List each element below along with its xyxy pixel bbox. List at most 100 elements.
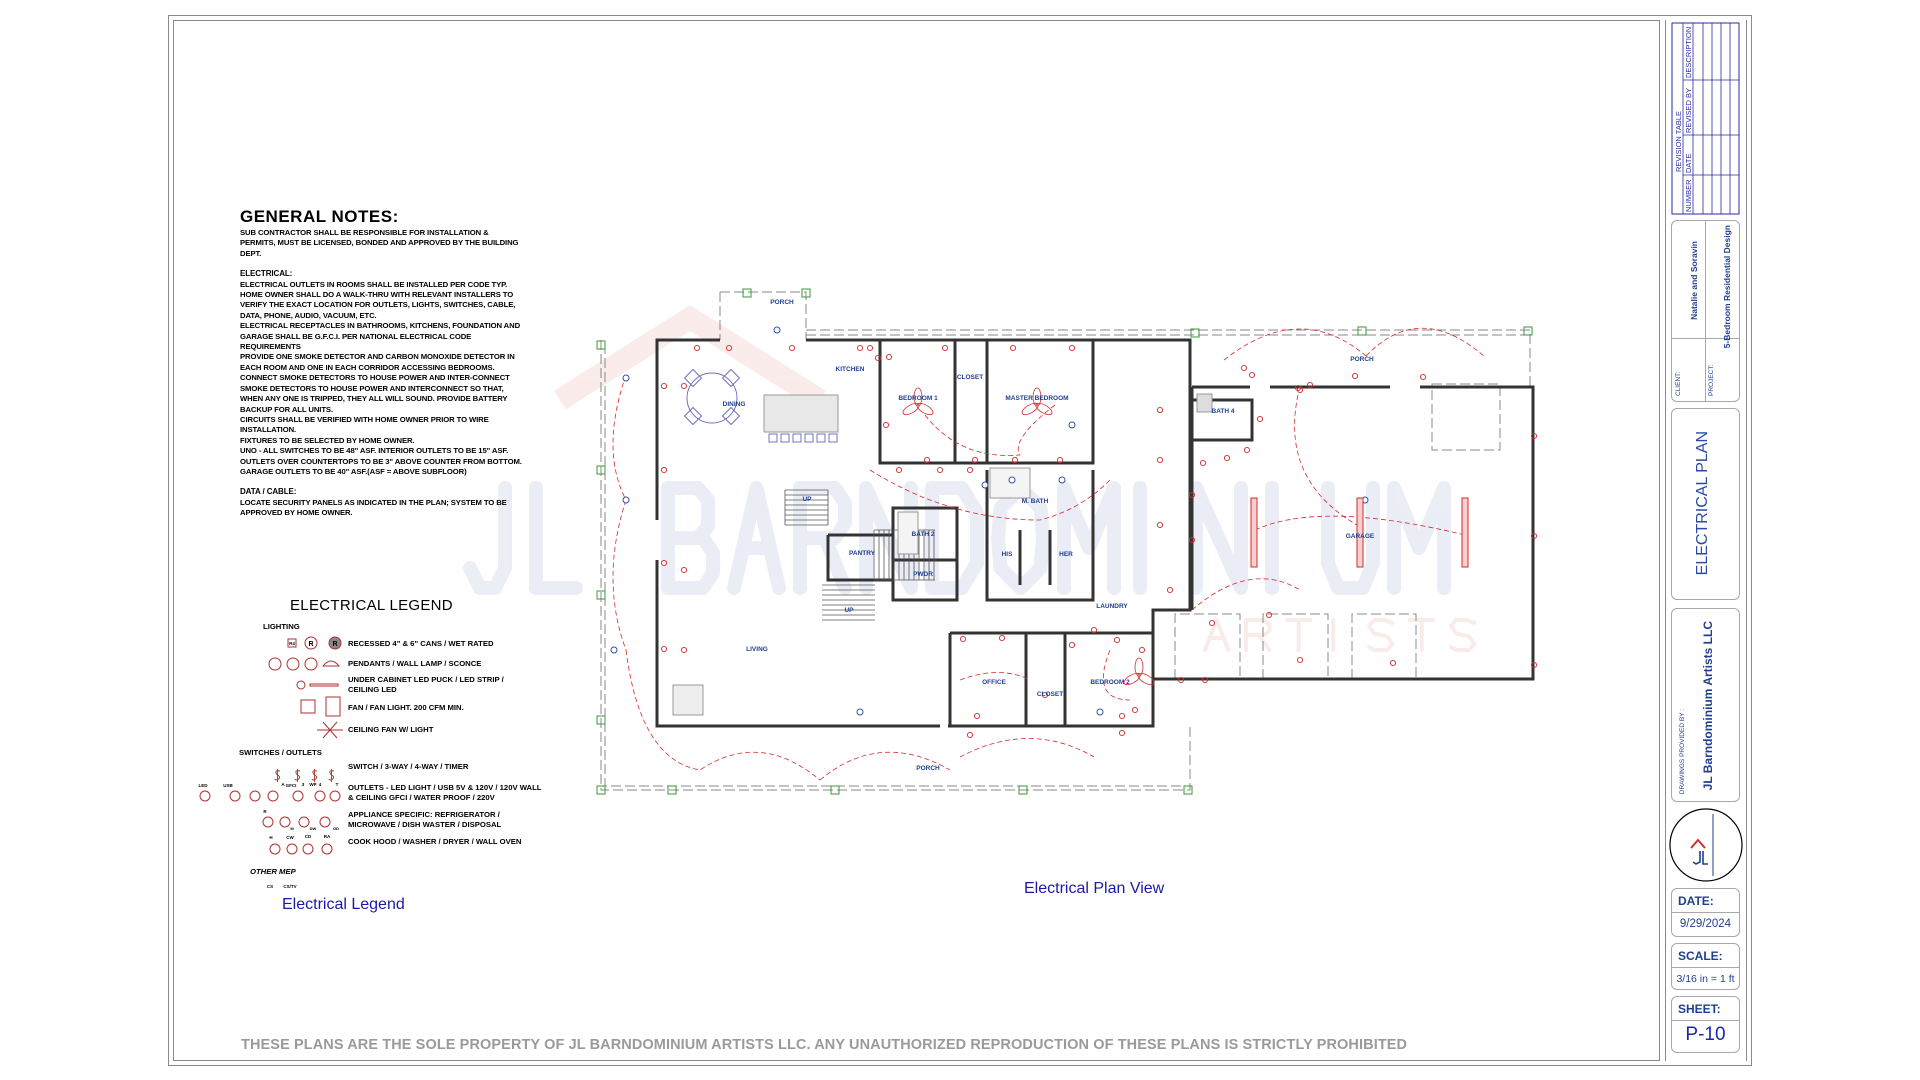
provider-name: JL Barndominium Artists LLC [1701, 621, 1715, 791]
led-strip-light [1461, 497, 1469, 568]
legend-symbol-tag: R [263, 809, 267, 814]
outlet-icon [1188, 491, 1196, 499]
outlet-icon [1240, 364, 1248, 372]
legend-lighting-label: LIGHTING [263, 622, 300, 631]
outlet-icon [1011, 456, 1019, 464]
outlet-icon [1177, 676, 1185, 684]
dining-chair [683, 368, 703, 388]
outlet-icon [1530, 532, 1538, 540]
outlet-icon [941, 344, 949, 352]
legend-caption: Electrical Legend [282, 896, 405, 913]
watermark-letter [1285, 618, 1313, 652]
scale-label: SCALE: [1672, 944, 1739, 968]
watermark-letter [1449, 618, 1477, 652]
outlet-icon [199, 790, 211, 802]
tub [672, 684, 704, 716]
room-label: PWDR [913, 571, 933, 578]
revision-col-description: DESCRIPTION [1684, 27, 1693, 78]
legend-row-text: OUTLETS - LED LIGHT / USB 5V & 120V / 12… [348, 783, 542, 792]
logo-roof-icon [1690, 838, 1706, 849]
legend-symbol-tag: R [308, 641, 313, 648]
legend-row: SWITCH / 3-WAY / 4-WAY / TIMER [348, 762, 468, 772]
watermark-roof-icon [554, 304, 826, 410]
legend-switches-label: SWITCHES / OUTLETS [239, 748, 322, 757]
ceiling-light-icon [1068, 421, 1076, 429]
outlet-icon [1068, 641, 1076, 649]
outlet-icon [1419, 373, 1427, 381]
client-project-box: CLIENT: Natalie and Soravin PROJECT: 5-B… [1671, 220, 1740, 402]
ceiling-light-icon [773, 326, 781, 334]
outlet-icon [1294, 384, 1302, 392]
outlet-icon [856, 344, 864, 352]
legend-symbol-tag: CS [267, 884, 273, 889]
electrical-devices [610, 326, 1538, 739]
outlet-icon [1389, 659, 1397, 667]
legend-symbol-tag: A [281, 782, 285, 787]
note-line: APPROVED BY HOME OWNER. [240, 508, 353, 518]
sconce-icon [304, 657, 318, 671]
walls [655, 338, 1535, 728]
legend-row: PENDANTS / WALL LAMP / SCONCE [348, 659, 481, 669]
legend-row-text: CEILING LED [348, 685, 397, 694]
porch-post [596, 340, 606, 350]
outlet-icon [1351, 372, 1359, 380]
legend-row-text: MICROWAVE / DISH WASTER / DISPOSAL [348, 820, 502, 829]
outlet-icon [1530, 432, 1538, 440]
legend-row-text: SWITCH / 3-WAY / 4-WAY / TIMER [348, 762, 469, 771]
outlet-icon [1243, 446, 1251, 454]
legend-symbol-tag: WP [309, 782, 316, 787]
switch-icon [294, 769, 301, 782]
sheet-title-box: ELECTRICAL PLAN [1671, 408, 1740, 600]
ceiling-fan-icon [1021, 402, 1039, 416]
ceiling-light-icon [1096, 708, 1104, 716]
circuit-wire [1254, 515, 1466, 536]
ceiling-fan-icon [1035, 402, 1053, 416]
room-label: LIVING [746, 646, 768, 653]
led-strip-light [1356, 497, 1364, 568]
ceiling-fan-icon [1134, 657, 1144, 677]
title-block [1665, 20, 1747, 1061]
kitchen-island [763, 394, 839, 433]
note-line: BACKUP FOR ALL UNITS. [240, 404, 333, 414]
porch-post [801, 288, 811, 298]
scale-box: SCALE: 3/16 in = 1 ft [1671, 943, 1740, 990]
legend-symbol-tag: R [332, 641, 337, 648]
porch-post [1523, 326, 1533, 336]
legend-row: CEILING FAN W/ LIGHT [348, 725, 433, 735]
ceiling-fan-icon [1123, 672, 1141, 686]
dining-table [686, 372, 738, 424]
watermark [463, 304, 1477, 652]
outlet-icon [725, 344, 733, 352]
outlet-icon [959, 635, 967, 643]
legend-row: APPLIANCE SPECIFIC: REFRIGERATOR /MICROW… [348, 810, 501, 830]
outlet-icon [1248, 371, 1256, 379]
revision-col-revised-by: REVISED BY [1684, 88, 1693, 133]
outlet-icon [1223, 454, 1231, 462]
watermark-letter [1387, 481, 1451, 595]
outlet-icon [1138, 646, 1146, 654]
watermark-letter [925, 481, 984, 595]
outlet-icon [1056, 456, 1064, 464]
legend-row-text: & CEILING GFCI / WATER PROOF / 220V [348, 793, 495, 802]
note-line: CONNECT SMOKE DETECTORS TO HOUSE POWER A… [240, 373, 510, 383]
sheet-box: SHEET: P-10 [1671, 996, 1740, 1053]
electrical-notes: ELECTRICAL OUTLETS IN ROOMS SHALL BE INS… [240, 280, 522, 478]
legend-row-text: RECESSED 4" & 6" CANS / WET RATED [348, 639, 494, 648]
revision-col-date: DATE [1684, 154, 1693, 173]
outlet-icon [1208, 619, 1216, 627]
fan-icon [300, 699, 316, 714]
fan-light-icon [325, 696, 341, 717]
porch-post [1018, 785, 1028, 795]
bar-stool [816, 433, 826, 443]
garage-lights [1250, 497, 1469, 568]
pendant-icon [268, 657, 282, 671]
watermark-sub-lettering [1203, 618, 1477, 652]
outlet-icon [1118, 712, 1126, 720]
legend-symbol-tag: T [336, 782, 339, 787]
legend-symbol-tag: DW [310, 826, 317, 831]
sheet-outer-border [168, 15, 1752, 1066]
wall-lamp-icon [286, 657, 300, 671]
legend-row: OUTLETS - LED LIGHT / USB 5V & 120V / 12… [348, 783, 542, 803]
outlet-icon [923, 456, 931, 464]
